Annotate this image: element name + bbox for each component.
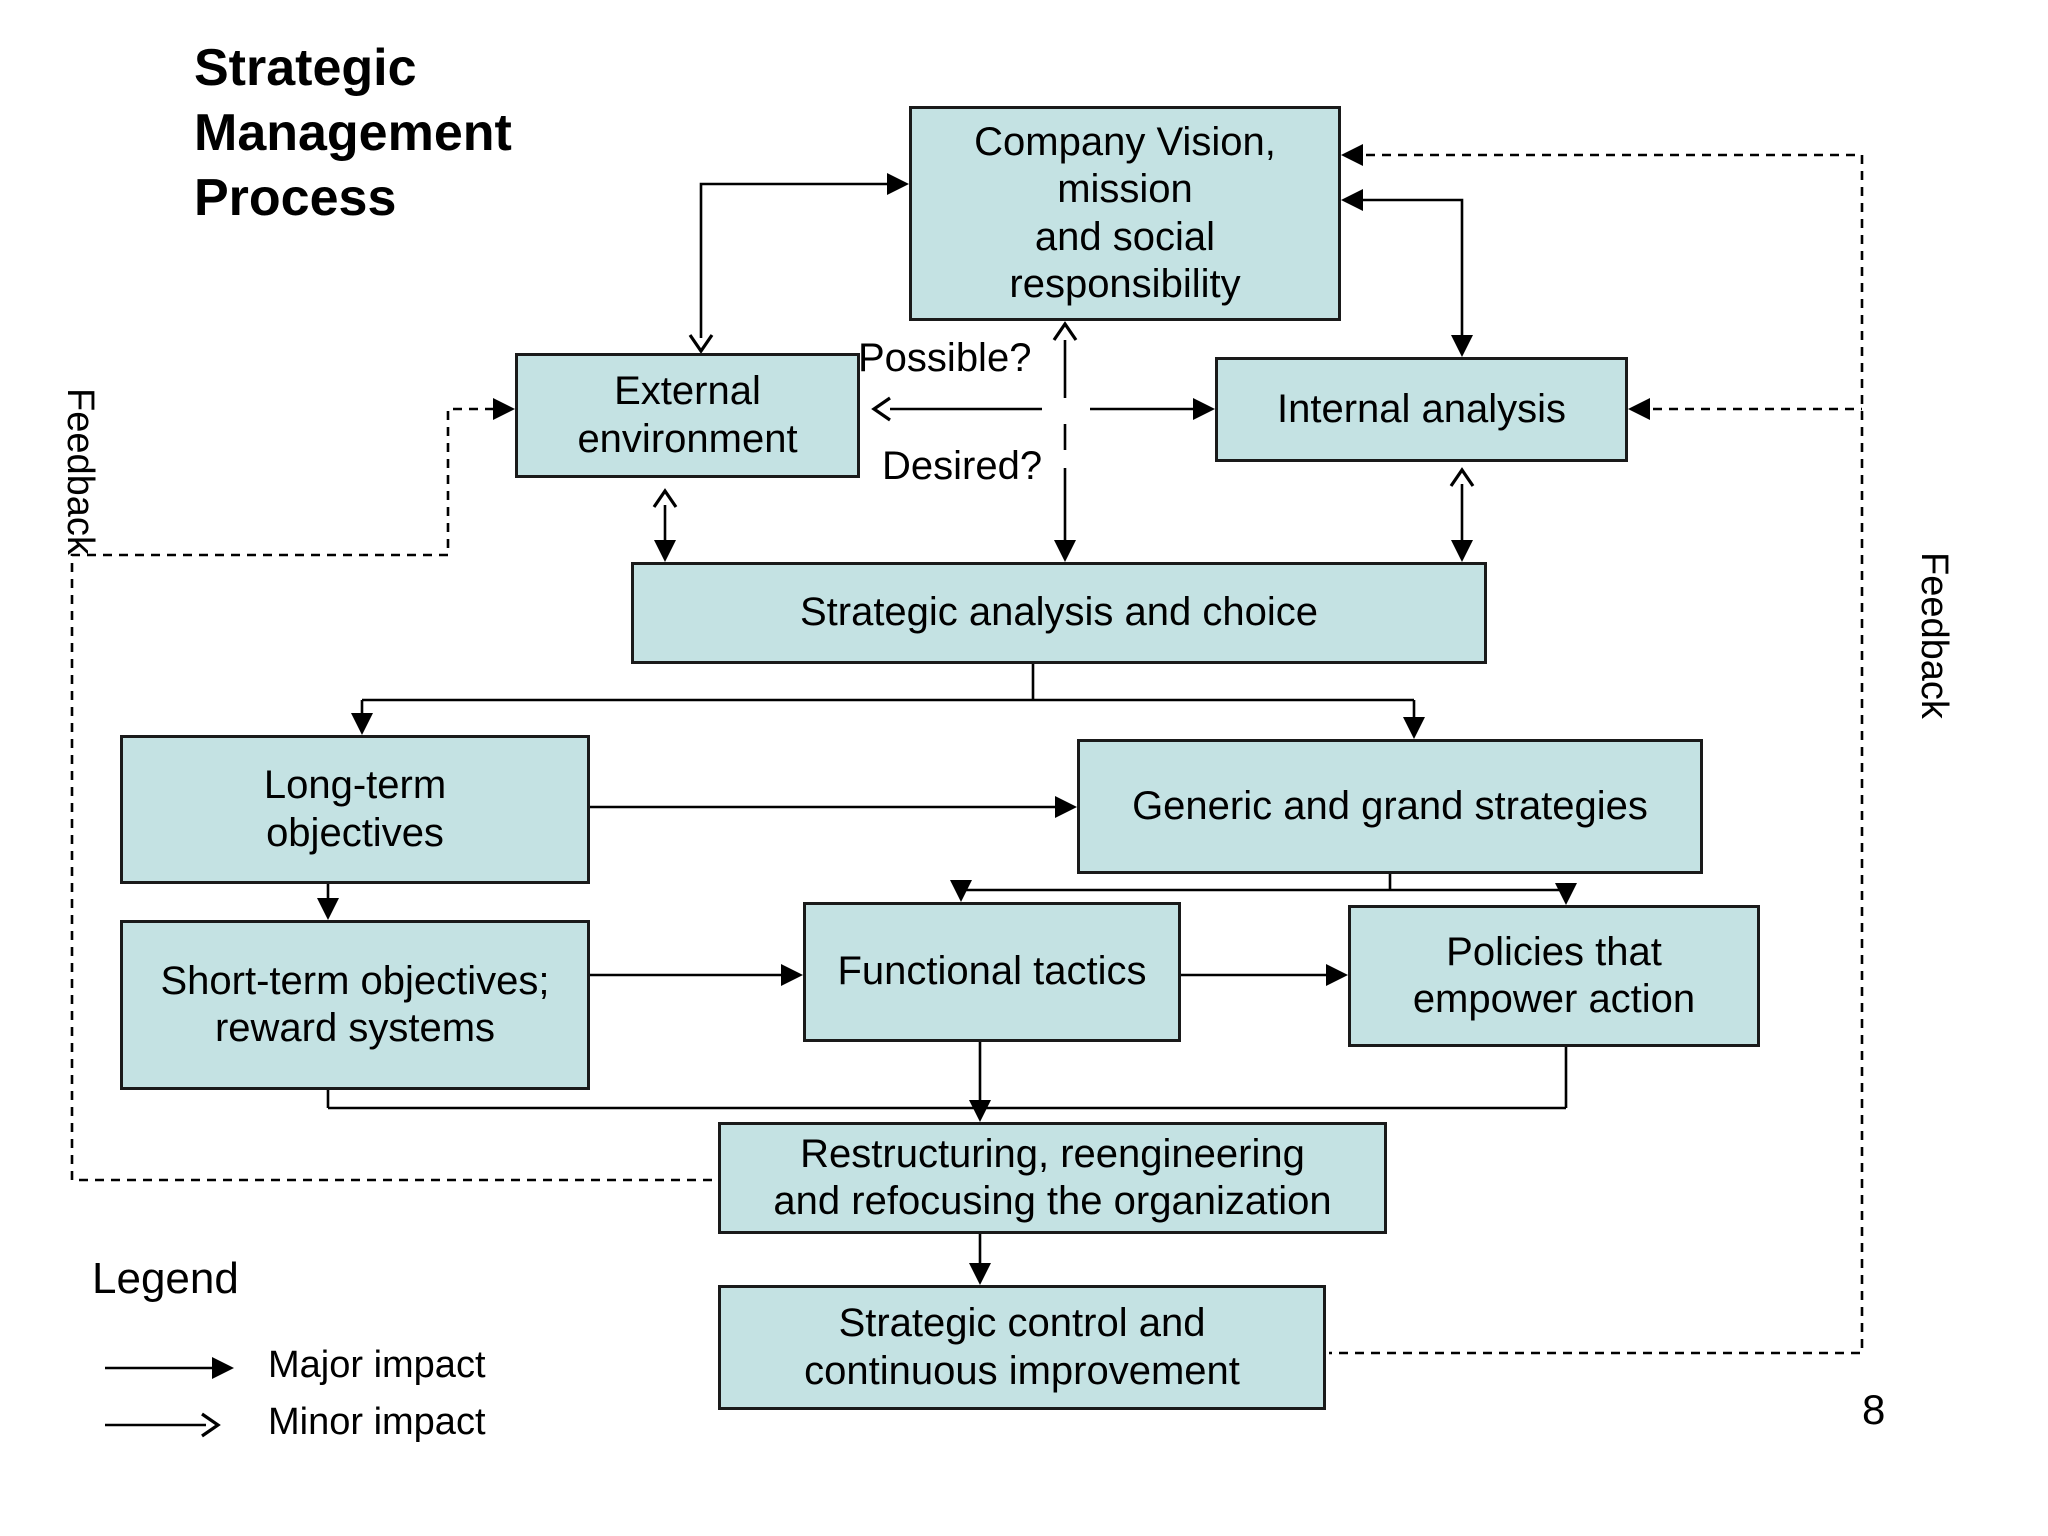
- feedback-dashed-lines: [70, 153, 1864, 1355]
- legend-item-minor-impact: Minor impact: [268, 1401, 486, 1443]
- node-long-term-objectives: Long-term objectives: [120, 735, 590, 884]
- page-number: 8: [1862, 1386, 1886, 1433]
- legend-item-major-impact: Major impact: [268, 1344, 486, 1386]
- label-desired: Desired?: [882, 444, 1043, 488]
- node-policies-that-empower-action: Policies that empower action: [1348, 905, 1760, 1047]
- open-arrowheads: [201, 321, 1475, 1438]
- node-external-environment: External environment: [515, 353, 860, 478]
- node-restructuring-reengineering: Restructuring, reengineering and refocus…: [718, 1122, 1387, 1234]
- page-title: Strategic Management Process: [194, 39, 512, 227]
- node-strategic-analysis-and-choice: Strategic analysis and choice: [631, 562, 1487, 664]
- legend-title: Legend: [92, 1254, 239, 1303]
- node-short-term-objectives: Short-term objectives; reward systems: [120, 920, 590, 1090]
- label-possible: Possible?: [858, 336, 1032, 380]
- node-internal-analysis: Internal analysis: [1215, 357, 1628, 462]
- solid-arrowheads: [212, 144, 1650, 1379]
- node-company-vision: Company Vision, mission and social respo…: [909, 106, 1341, 321]
- node-functional-tactics: Functional tactics: [803, 902, 1181, 1042]
- node-generic-and-grand-strategies: Generic and grand strategies: [1077, 739, 1703, 874]
- label-feedback-left: Feedback: [59, 388, 101, 555]
- node-strategic-control: Strategic control and continuous improve…: [718, 1285, 1326, 1410]
- label-feedback-right: Feedback: [1913, 552, 1955, 719]
- major-impact-lines: [105, 182, 1568, 1427]
